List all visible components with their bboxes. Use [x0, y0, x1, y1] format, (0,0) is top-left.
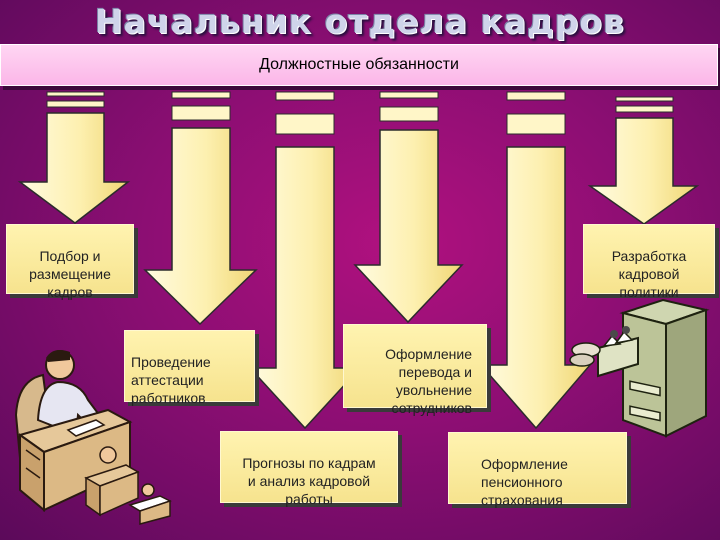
duty-box-1: Подбор и размещение кадров — [6, 224, 134, 300]
duty-box-4-text: Оформление перевода и увольнение сотрудн… — [385, 346, 472, 416]
filing-cabinet-icon — [569, 298, 710, 438]
duty-box-2-text: Проведение аттестации работников — [131, 354, 211, 406]
duties-header-label: Должностные обязанности — [259, 56, 459, 73]
duty-box-5-text: Оформление пенсионного страхования — [481, 456, 568, 508]
page-title: Начальник отдела кадров — [95, 2, 625, 41]
duty-box-6-text: Разработка кадровой политики — [611, 248, 687, 300]
arrow-5 — [479, 91, 592, 430]
duty-box-3: Прогнозы по кадрам и анализ кадровой раб… — [220, 431, 398, 507]
duty-box-2: Проведение аттестации работников — [124, 330, 255, 406]
duty-box-6: Разработка кадровой политики — [583, 224, 715, 300]
duty-box-4: Оформление перевода и увольнение сотрудн… — [343, 324, 487, 416]
duties-header: Должностные обязанности — [0, 44, 718, 86]
duty-box-1-text: Подбор и размещение кадров — [29, 248, 111, 300]
arrow-2 — [143, 91, 258, 326]
arrow-4 — [353, 91, 464, 324]
arrow-3 — [248, 91, 362, 430]
manager-at-desk-icon — [14, 350, 172, 525]
duty-box-3-text: Прогнозы по кадрам и анализ кадровой раб… — [242, 455, 376, 507]
duty-box-5: Оформление пенсионного страхования — [448, 432, 627, 508]
arrow-1 — [17, 91, 131, 224]
arrow-6 — [587, 96, 700, 225]
